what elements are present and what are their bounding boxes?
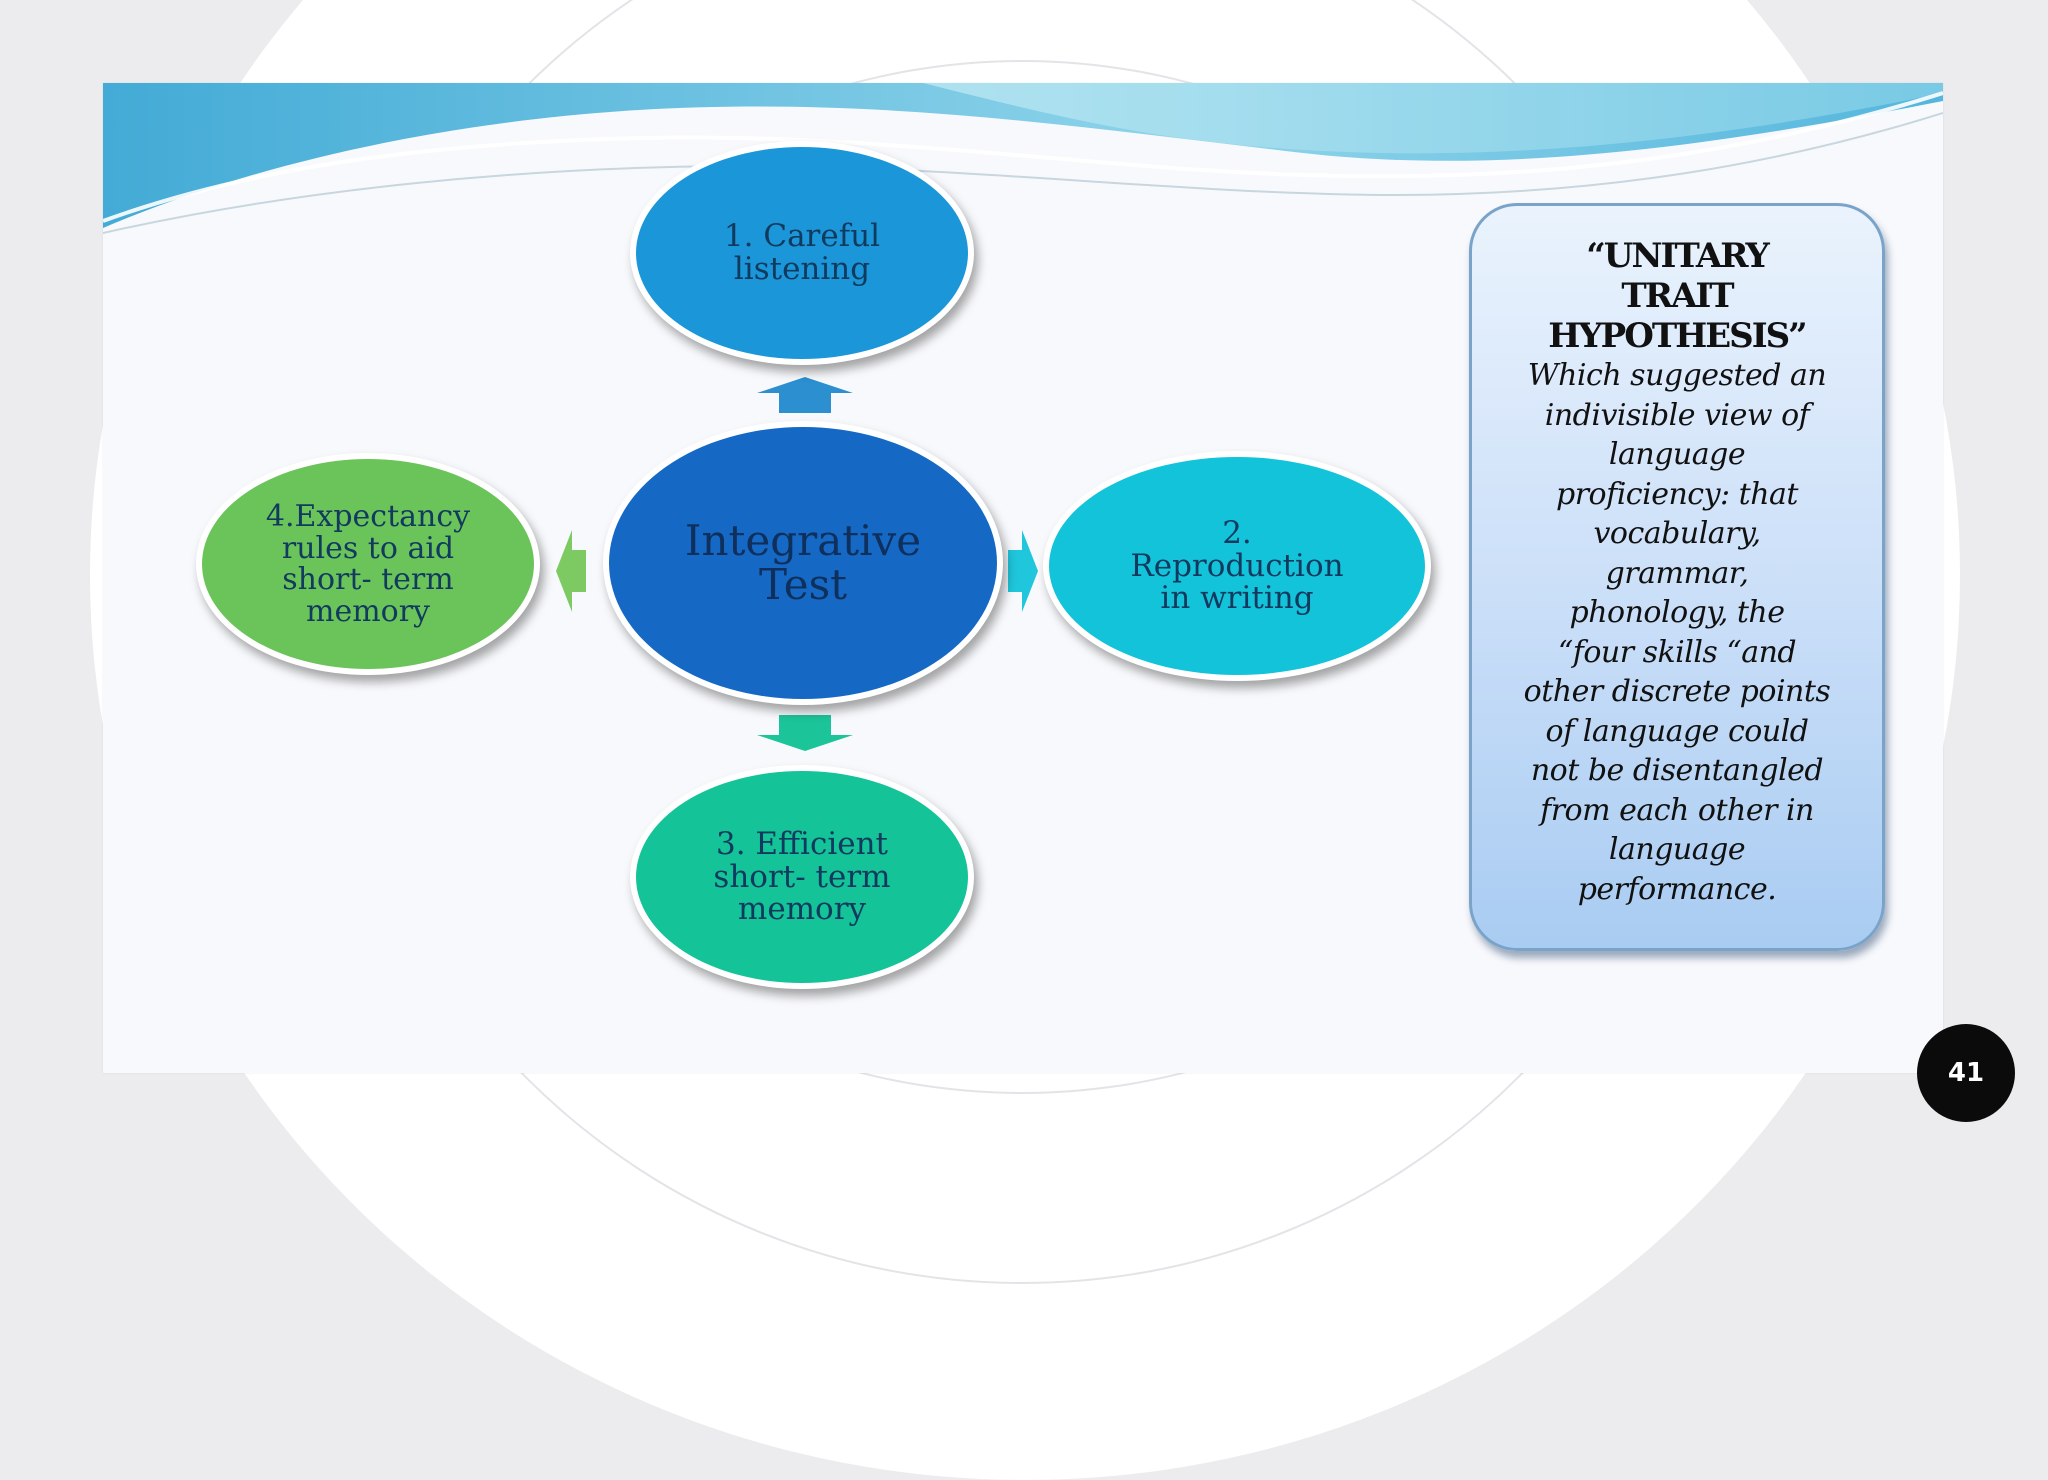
node-label: memory xyxy=(306,593,430,629)
node-label: Test xyxy=(758,560,848,609)
node-label: 2. xyxy=(1222,515,1252,552)
note-body-line: proficiency: that xyxy=(1556,476,1799,512)
arrow-left-icon xyxy=(556,530,586,612)
note-body-line: grammar, xyxy=(1605,555,1749,591)
note-body-line: performance. xyxy=(1577,871,1777,907)
node-label: memory xyxy=(737,891,867,928)
note-title-line: HYPOTHESIS” xyxy=(1548,316,1808,356)
note-body: Which suggested an indivisible view of l… xyxy=(1499,356,1855,909)
note-body-line: of language could xyxy=(1545,713,1809,749)
note-body-line: language xyxy=(1608,832,1746,867)
arrow-up-icon xyxy=(757,377,853,413)
node-label: listening xyxy=(733,251,871,287)
node-label: 3. Efficient xyxy=(715,826,889,863)
note-body-line: not be disentangled xyxy=(1530,753,1824,788)
header-wave xyxy=(103,83,1943,234)
node-label: Reproduction xyxy=(1130,547,1344,584)
arrow-down-icon xyxy=(757,715,853,751)
arrow-right-icon xyxy=(1008,530,1038,612)
node-label: short- term xyxy=(713,858,891,895)
left-node-expectancy-rules: 4.Expectancy rules to aid short- term me… xyxy=(196,453,540,675)
note-body-line: Which suggested an xyxy=(1527,358,1827,393)
note-title: “UNITARY TRAIT HYPOTHESIS” xyxy=(1512,236,1842,356)
node-label: Integrative xyxy=(684,515,922,565)
note-body-line: from each other in xyxy=(1540,792,1814,828)
bottom-node-efficient-short-term-memory: 3. Efficient short- term memory xyxy=(630,765,974,989)
note-body-line: vocabulary, xyxy=(1593,516,1761,551)
note-body-line: other discrete points xyxy=(1523,674,1831,709)
center-node-integrative-test: Integrative Test xyxy=(603,421,1003,705)
node-label: rules to aid xyxy=(281,530,455,566)
note-body-line: phonology, the xyxy=(1569,595,1786,630)
node-label: 4.Expectancy xyxy=(265,499,471,534)
right-node-reproduction-in-writing: 2. Reproduction in writing xyxy=(1043,451,1431,681)
node-label: 1. Careful xyxy=(723,218,881,255)
note-title-line: “UNITARY xyxy=(1586,236,1770,276)
note-body-line: language xyxy=(1608,437,1746,472)
node-label: in writing xyxy=(1160,580,1314,617)
note-body-line: indivisible view of xyxy=(1544,397,1810,433)
page-number-badge: 41 xyxy=(1917,1024,2015,1122)
note-body-line: “four skills “and xyxy=(1557,634,1797,670)
node-label: short- term xyxy=(282,562,454,597)
top-node-careful-listening: 1. Careful listening xyxy=(630,141,974,365)
note-title-line: TRAIT xyxy=(1621,276,1734,316)
unitary-trait-hypothesis-box: “UNITARY TRAIT HYPOTHESIS” Which suggest… xyxy=(1469,203,1885,951)
slide: 1. Careful listening Integrative Test 2.… xyxy=(103,83,1943,1073)
